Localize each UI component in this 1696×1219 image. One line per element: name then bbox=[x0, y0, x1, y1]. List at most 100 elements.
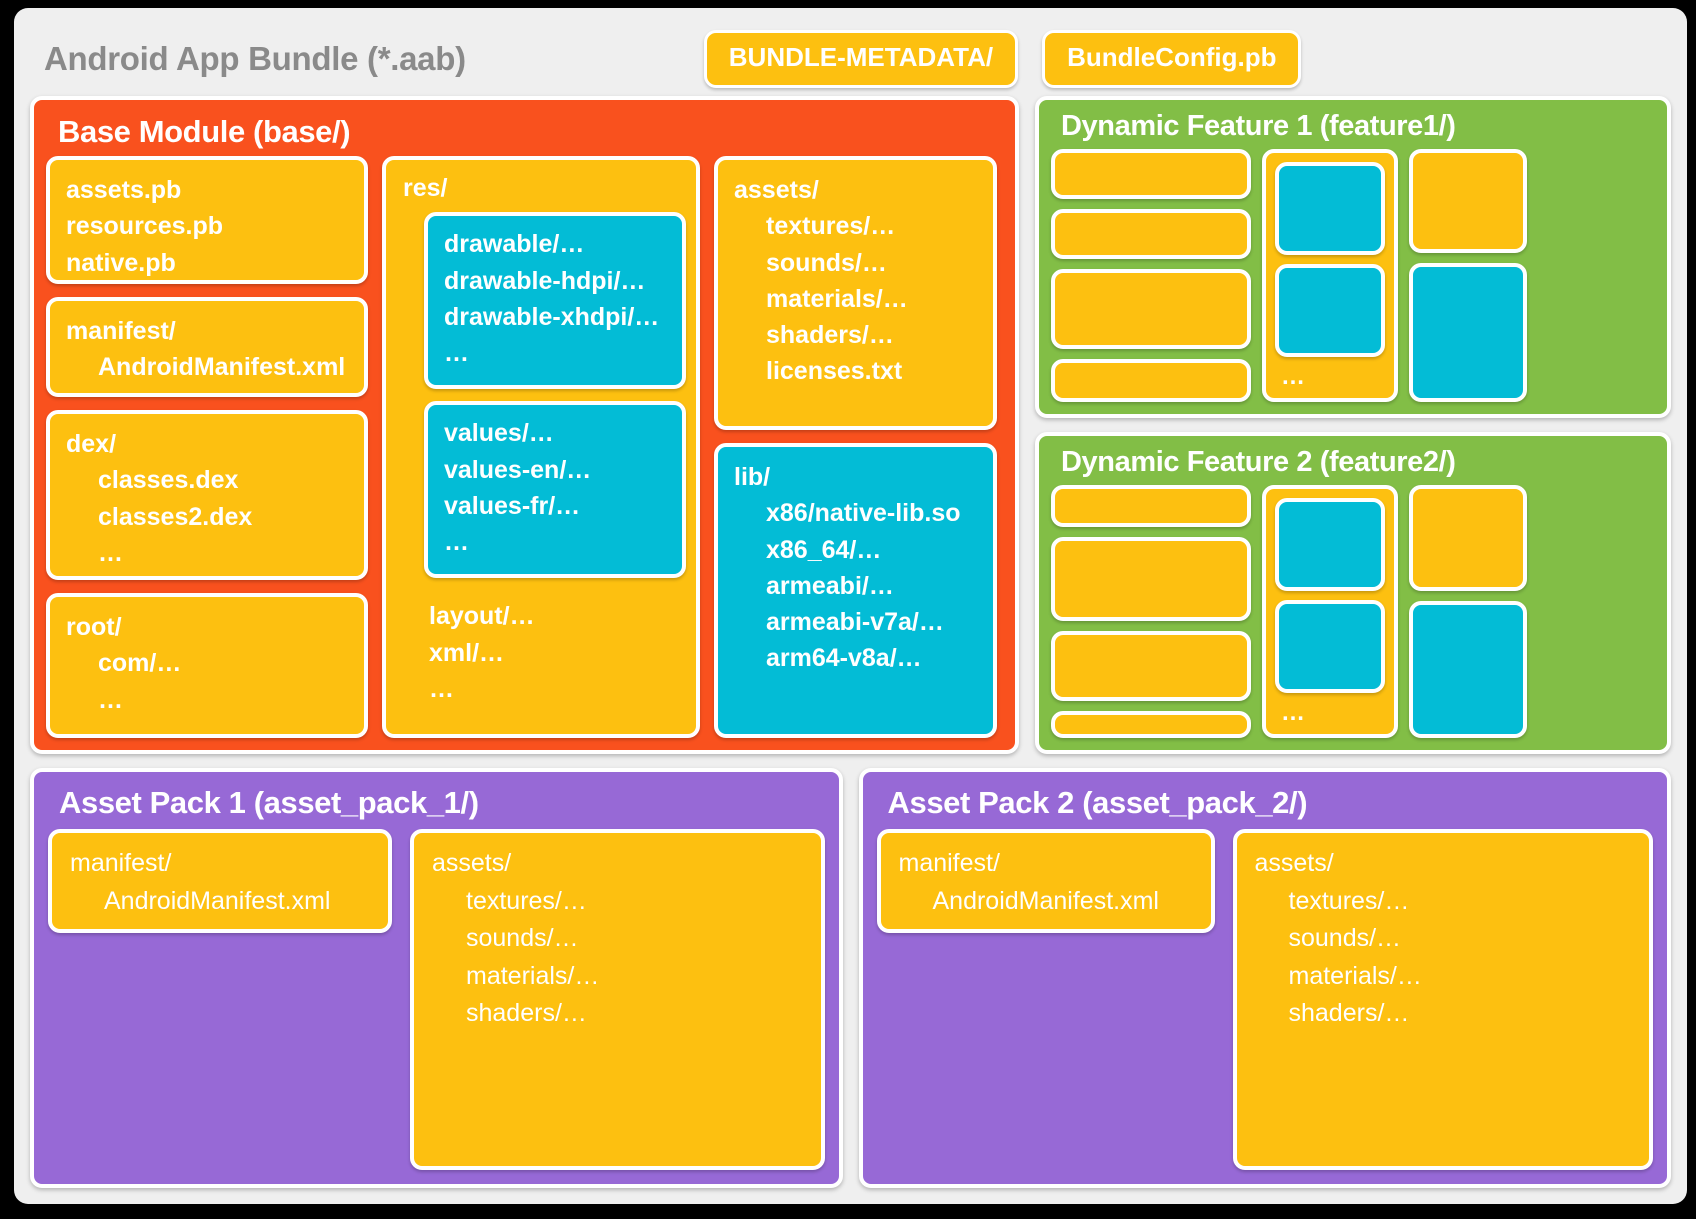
base-manifest-dir: manifest/ bbox=[66, 317, 176, 345]
dex-more: … bbox=[98, 538, 123, 567]
proto-native-pb: native.pb bbox=[66, 248, 176, 277]
card-proto-files: assets.pb resources.pb native.pb bbox=[46, 156, 368, 284]
feature-1-res-card-2 bbox=[1275, 264, 1385, 358]
card-res-drawables: drawable/… drawable-hdpi/… drawable-xhdp… bbox=[424, 212, 686, 390]
asset-pack-1-body: manifest/ AndroidManifest.xml assets/ te… bbox=[48, 829, 825, 1170]
res-dir: res/ bbox=[403, 174, 448, 202]
lib-x86: x86/native-lib.so bbox=[766, 499, 961, 528]
lib-armeabi-v7a: armeabi-v7a/… bbox=[766, 608, 944, 636]
badge-bundle-metadata: BUNDLE-METADATA/ bbox=[703, 30, 1019, 88]
lib-arm64-v8a: arm64-v8a/… bbox=[766, 644, 922, 673]
feature-2-card-c bbox=[1051, 631, 1251, 701]
res-layout: layout/… bbox=[429, 602, 535, 631]
asset-pack-1-assets-dir: assets/ bbox=[432, 849, 512, 877]
feature-1-card-b bbox=[1051, 209, 1251, 259]
lib-dir: lib/ bbox=[734, 463, 771, 491]
feature-1-right-card-2 bbox=[1409, 263, 1527, 402]
base-module-column-right: assets/ textures/… sounds/… materials/… … bbox=[714, 156, 997, 738]
dynamic-features-region: Dynamic Feature 1 (feature1/) bbox=[1035, 96, 1671, 754]
asset-pack-2-manifest-column: manifest/ AndroidManifest.xml bbox=[876, 829, 1215, 1170]
res-drawable-hdpi: drawable-hdpi/… bbox=[444, 266, 646, 295]
asset-pack-2-shaders: shaders/… bbox=[1288, 999, 1410, 1027]
feature-2-right-card-2 bbox=[1409, 601, 1527, 738]
asset-pack-1-title: Asset Pack 1 (asset_pack_1/) bbox=[59, 785, 479, 820]
bundle-header-badges: BUNDLE-METADATA/ BundleConfig.pb bbox=[703, 30, 1302, 88]
base-module-columns: assets.pb resources.pb native.pb manifes… bbox=[46, 156, 1003, 738]
feature-2-column-middle: … bbox=[1262, 485, 1398, 738]
asset-pack-1-sounds: sounds/… bbox=[466, 924, 579, 952]
dex-dir: dex/ bbox=[66, 430, 117, 458]
base-assets-licenses: licenses.txt bbox=[766, 357, 903, 386]
feature-2-card-b bbox=[1051, 537, 1251, 621]
feature-2-res-group: … bbox=[1262, 485, 1398, 738]
asset-pack-1-shaders: shaders/… bbox=[466, 999, 587, 1027]
res-drawable: drawable/… bbox=[444, 230, 585, 259]
asset-pack-1-textures: textures/… bbox=[466, 886, 587, 915]
card-dex: dex/ classes.dex classes2.dex … bbox=[46, 410, 368, 580]
bundle-header: Android App Bundle (*.aab) BUNDLE-METADA… bbox=[30, 22, 1671, 96]
dynamic-feature-2-section: Dynamic Feature 2 (feature2/) bbox=[1035, 432, 1671, 754]
proto-assets-pb: assets.pb bbox=[66, 176, 182, 204]
dex-classes2: classes2.dex bbox=[98, 502, 253, 531]
root-dir: root/ bbox=[66, 613, 122, 641]
asset-pack-1-section: Asset Pack 1 (asset_pack_1/) manifest/ A… bbox=[30, 768, 843, 1188]
feature-1-card-a bbox=[1051, 149, 1251, 199]
feature-2-column-right bbox=[1409, 485, 1527, 738]
feature-1-card-d bbox=[1051, 359, 1251, 402]
res-values: values/… bbox=[444, 419, 554, 448]
base-module-column-left: assets.pb resources.pb native.pb manifes… bbox=[46, 156, 368, 738]
dynamic-feature-1-section: Dynamic Feature 1 (feature1/) bbox=[1035, 96, 1671, 418]
top-region: Base Module (base/) assets.pb resources.… bbox=[30, 96, 1671, 754]
dynamic-feature-1-body: … bbox=[1051, 149, 1655, 402]
feature-1-res-group: … bbox=[1262, 149, 1398, 402]
bundle-title: Android App Bundle (*.aab) bbox=[44, 40, 466, 77]
asset-pack-1-manifest-card: manifest/ AndroidManifest.xml bbox=[48, 829, 392, 933]
feature-1-res-card-1 bbox=[1275, 162, 1385, 256]
asset-pack-1-manifest-dir: manifest/ bbox=[70, 849, 172, 877]
base-manifest-file: AndroidManifest.xml bbox=[98, 353, 346, 382]
feature-2-column-left bbox=[1051, 485, 1251, 738]
res-values-more: … bbox=[444, 528, 469, 556]
feature-1-column-middle: … bbox=[1262, 149, 1398, 402]
asset-pack-1-manifest-column: manifest/ AndroidManifest.xml bbox=[48, 829, 392, 1170]
asset-pack-2-manifest-dir: manifest/ bbox=[898, 849, 1000, 877]
asset-pack-2-section: Asset Pack 2 (asset_pack_2/) manifest/ A… bbox=[858, 768, 1671, 1188]
android-app-bundle-panel: Android App Bundle (*.aab) BUNDLE-METADA… bbox=[14, 8, 1687, 1204]
asset-pack-2-manifest-file: AndroidManifest.xml bbox=[932, 886, 1159, 915]
root-more: … bbox=[98, 685, 123, 714]
asset-pack-2-body: manifest/ AndroidManifest.xml assets/ te… bbox=[876, 829, 1653, 1170]
dynamic-feature-1-title: Dynamic Feature 1 (feature1/) bbox=[1061, 110, 1456, 142]
feature-2-res-ellipsis: … bbox=[1281, 699, 1305, 727]
res-more: … bbox=[429, 674, 454, 703]
asset-pack-2-manifest-card: manifest/ AndroidManifest.xml bbox=[876, 829, 1215, 933]
feature-1-res-ellipsis: … bbox=[1281, 363, 1305, 391]
feature-1-column-left bbox=[1051, 149, 1251, 402]
res-tail-list: layout/… xml/… … bbox=[398, 590, 686, 707]
base-assets-shaders: shaders/… bbox=[766, 321, 894, 349]
base-module-column-res: res/ drawable/… drawable-hdpi/… drawable… bbox=[382, 156, 700, 738]
res-values-en: values-en/… bbox=[444, 455, 592, 484]
card-base-manifest: manifest/ AndroidManifest.xml bbox=[46, 297, 368, 397]
feature-1-card-c bbox=[1051, 269, 1251, 349]
feature-2-res-card-1 bbox=[1275, 498, 1385, 592]
asset-pack-1-materials: materials/… bbox=[466, 961, 600, 990]
badge-bundle-config: BundleConfig.pb bbox=[1042, 30, 1302, 88]
asset-pack-2-assets-dir: assets/ bbox=[1254, 849, 1334, 877]
dex-classes: classes.dex bbox=[98, 466, 239, 495]
proto-resources-pb: resources.pb bbox=[66, 212, 224, 241]
feature-2-right-card-1 bbox=[1409, 485, 1527, 591]
lib-armeabi: armeabi/… bbox=[766, 571, 894, 600]
card-root: root/ com/… … bbox=[46, 593, 368, 738]
res-values-fr: values-fr/… bbox=[444, 491, 581, 520]
lib-x86-64: x86_64/… bbox=[766, 535, 882, 564]
feature-2-card-d bbox=[1051, 711, 1251, 738]
card-base-assets: assets/ textures/… sounds/… materials/… … bbox=[714, 156, 997, 430]
asset-pack-1-assets-card: assets/ textures/… sounds/… materials/… … bbox=[410, 829, 825, 1170]
asset-packs-region: Asset Pack 1 (asset_pack_1/) manifest/ A… bbox=[30, 768, 1671, 1188]
feature-1-right-card-1 bbox=[1409, 149, 1527, 253]
card-lib: lib/ x86/native-lib.so x86_64/… armeabi/… bbox=[714, 443, 997, 738]
base-module-title: Base Module (base/) bbox=[58, 114, 351, 149]
base-assets-textures: textures/… bbox=[766, 212, 896, 241]
res-drawable-xhdpi: drawable-xhdpi/… bbox=[444, 302, 660, 331]
